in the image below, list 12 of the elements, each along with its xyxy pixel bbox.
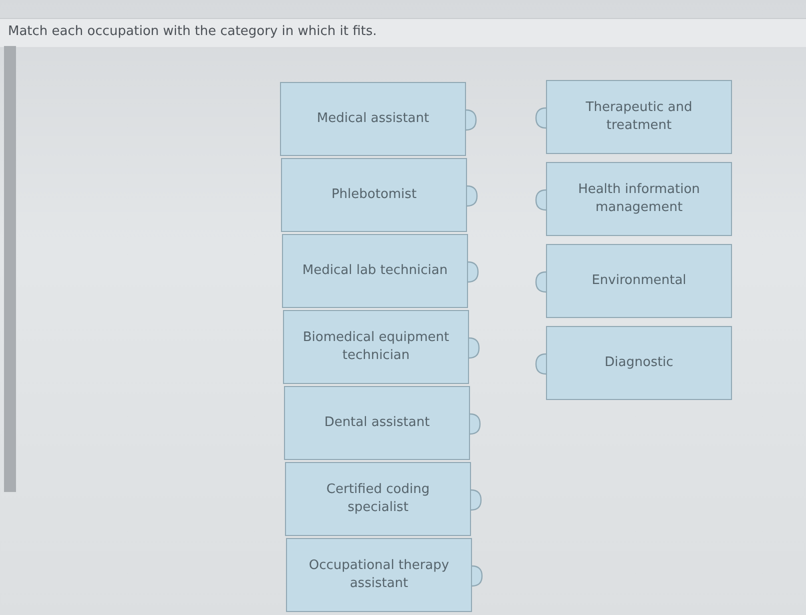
card-label: Environmental	[592, 272, 686, 290]
instruction-text: Match each occupation with the category in which it fits.	[8, 24, 377, 39]
card-label: Diagnostic	[604, 354, 674, 372]
card-label: Medical assistant	[316, 110, 430, 128]
card-label: Health information management	[577, 181, 701, 217]
card-label: Certified coding specialist	[325, 481, 431, 517]
card-label: Dental assistant	[324, 414, 430, 432]
card-label: Occupational therapy assistant	[308, 557, 450, 593]
card-label: Biomedical equipment technician	[302, 329, 450, 365]
card-label: Phlebotomist	[331, 186, 417, 204]
card-label: Therapeutic and treatment	[584, 99, 694, 135]
card-label: Medical lab technician	[302, 262, 448, 280]
